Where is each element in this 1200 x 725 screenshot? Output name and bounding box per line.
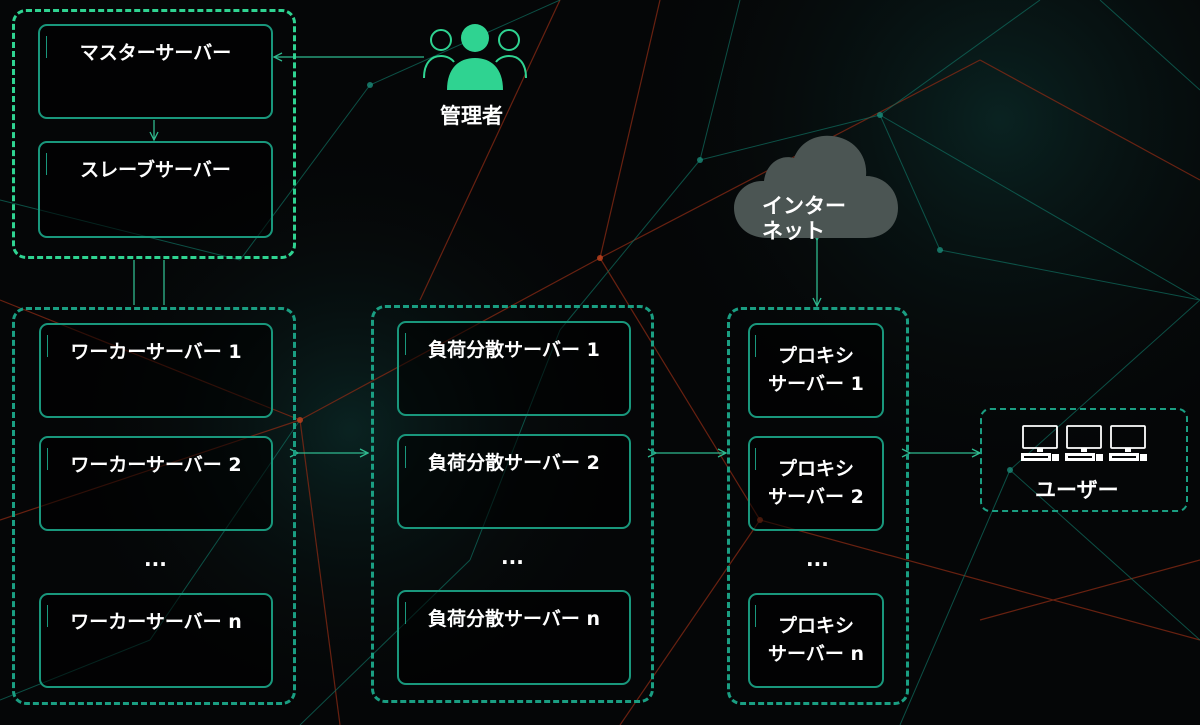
lb-server-2-box[interactable]: 負荷分散サーバー 2: [397, 434, 631, 529]
lb-server-n-box[interactable]: 負荷分散サーバー n: [397, 590, 631, 685]
brace-icon: [47, 335, 56, 357]
users-group: [980, 408, 1188, 512]
master-group: [12, 9, 296, 259]
internet-label-line1: インター: [762, 194, 846, 218]
brace-icon: [405, 446, 414, 468]
brace-icon: [405, 602, 414, 624]
proxy-server-2-box[interactable]: プロキシ サーバー 2: [748, 436, 884, 531]
proxy-server-n-line2: サーバー n: [768, 643, 864, 665]
admin-label: 管理者: [440, 104, 503, 128]
users-label: ユーザー: [1035, 478, 1119, 502]
brace-icon: [755, 448, 764, 470]
proxy-server-n-box[interactable]: プロキシ サーバー n: [748, 593, 884, 688]
lb-server-2-label: 負荷分散サーバー 2: [428, 452, 600, 474]
brace-icon: [46, 153, 55, 175]
worker-server-n-box[interactable]: ワーカーサーバー n: [39, 593, 273, 688]
brace-icon: [405, 333, 414, 355]
brace-icon: [755, 605, 764, 627]
lb-server-1-label: 負荷分散サーバー 1: [428, 339, 600, 361]
proxy-server-2-line1: プロキシ: [777, 458, 854, 480]
worker-group: [12, 307, 296, 705]
lb-server-1-box[interactable]: 負荷分散サーバー 1: [397, 321, 631, 416]
load-balancer-group: [371, 305, 654, 703]
worker-ellipsis: ...: [144, 547, 167, 571]
internet-label-line2: ネット: [762, 219, 825, 243]
slave-server-label: スレーブサーバー: [80, 159, 231, 181]
cloud-icon: [734, 135, 898, 238]
worker-server-2-label: ワーカーサーバー 2: [70, 454, 242, 476]
lb-server-n-label: 負荷分散サーバー n: [428, 608, 600, 630]
computers-icon: [1021, 425, 1147, 461]
proxy-server-n-line1: プロキシ: [777, 615, 854, 637]
worker-server-1-box[interactable]: ワーカーサーバー 1: [39, 323, 273, 418]
admin-users-icon: [423, 24, 527, 90]
master-server-label: マスターサーバー: [79, 42, 232, 64]
worker-server-1-label: ワーカーサーバー 1: [70, 341, 242, 363]
proxy-server-1-box[interactable]: プロキシ サーバー 1: [748, 323, 884, 418]
proxy-server-2-line2: サーバー 2: [768, 486, 864, 508]
brace-icon: [47, 605, 56, 627]
proxy-group: [727, 307, 909, 705]
slave-server-box[interactable]: スレーブサーバー: [38, 141, 273, 238]
worker-server-2-box[interactable]: ワーカーサーバー 2: [39, 436, 273, 531]
brace-icon: [46, 36, 55, 58]
proxy-server-1-line2: サーバー 1: [768, 373, 864, 395]
brace-icon: [755, 335, 764, 357]
proxy-server-1-line1: プロキシ: [777, 345, 854, 367]
lb-ellipsis: ...: [501, 545, 524, 569]
proxy-ellipsis: ...: [806, 547, 829, 571]
brace-icon: [47, 448, 56, 470]
worker-server-n-label: ワーカーサーバー n: [70, 611, 242, 633]
master-server-box[interactable]: マスターサーバー: [38, 24, 273, 119]
